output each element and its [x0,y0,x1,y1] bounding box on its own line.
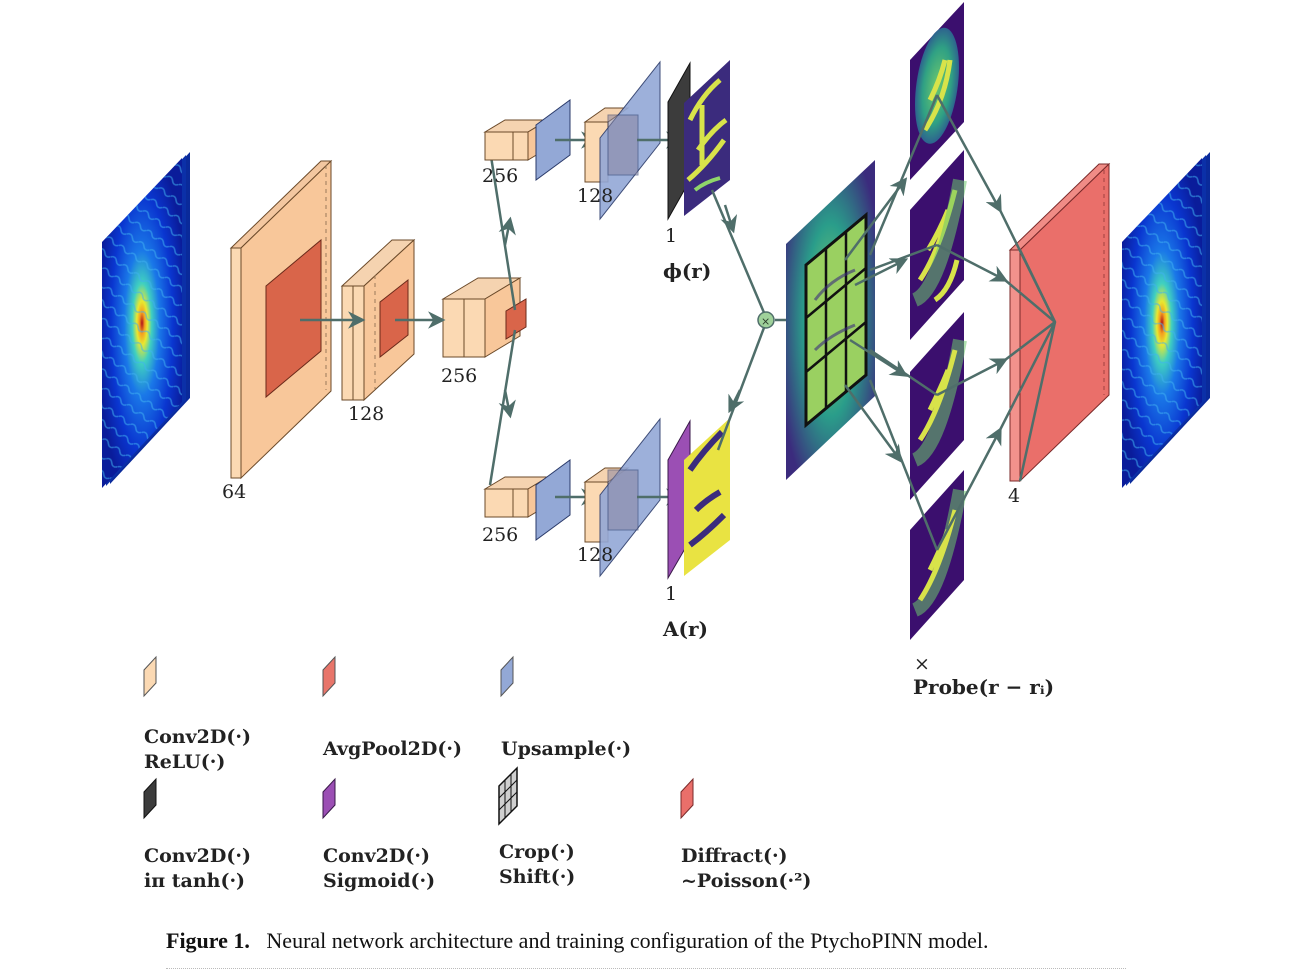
legend-item-conv-sigmoid: Conv2D(·) Sigmoid(·) [323,844,435,894]
probe-label: Probe(r − rᵢ) [913,675,1054,699]
amplitude-label-1: 1 [665,583,677,605]
legend-conv-tanh-line2: iπ tanh(·) [144,870,246,892]
legend-conv-relu-line1: Conv2D(·) [144,726,251,748]
legend-item-diffract: Diffract(·) ~Poisson(·²) [681,844,811,894]
label-256: 256 [441,365,477,387]
legend-avgpool-line1: AvgPool2D(·) [323,738,462,760]
legend-swatch-crop-shift [498,766,518,826]
amplitude-label-128: 128 [577,544,613,566]
legend-conv-sigmoid-line2: Sigmoid(·) [323,870,436,892]
legend-diffract-line2: ~Poisson(·²) [681,870,812,892]
encoder-block-64: 64 [222,159,333,503]
legend-conv-relu-line2: ReLU(·) [144,751,226,773]
legend-upsample-line1: Upsample(·) [501,738,632,760]
legend-swatches [143,655,694,826]
legend-item-avgpool: AvgPool2D(·) [323,737,462,762]
caption-text: Neural network architecture and training… [266,928,989,953]
amplitude-branch: 256 128 1 A(r) [482,417,730,641]
legend-crop-shift-line2: Shift(·) [499,866,576,888]
legend-swatch-conv-tanh [143,777,157,820]
label-64: 64 [222,481,246,503]
amplitude-label-256: 256 [482,524,518,546]
phase-symbol: ϕ(r) [663,259,711,283]
probe-multiply-symbol: × [914,653,930,675]
multiply-symbol: × [761,315,770,328]
multiply-node [757,311,775,329]
legend-conv-tanh-line1: Conv2D(·) [144,845,251,867]
legend-item-conv-tanh: Conv2D(·) iπ tanh(·) [144,844,251,894]
legend-item-upsample: Upsample(·) [501,737,631,762]
figure-caption: Figure 1. Neural network architecture an… [166,928,989,954]
legend-conv-sigmoid-line1: Conv2D(·) [323,845,430,867]
label-128: 128 [348,403,384,425]
output-diffraction-stack [1122,152,1210,488]
output-label-4: 4 [1008,485,1020,507]
patch-arrows [843,94,1009,551]
legend-item-conv-relu: Conv2D(·) ReLU(·) [144,725,251,775]
legend-diffract-line1: Diffract(·) [681,845,788,867]
phase-label-1: 1 [665,225,677,247]
object-patch-grid [786,160,875,480]
legend-swatch-diffract [680,777,694,820]
legend-swatch-avgpool [322,655,336,698]
caption-label: Figure 1. [166,928,250,953]
amplitude-symbol: A(r) [662,617,708,641]
encoder-arrows [300,149,517,486]
diffract-output: 4 [998,162,1111,507]
legend-item-crop-shift: Crop(·) Shift(·) [499,840,575,890]
input-diffraction-stack [102,152,190,488]
encoder-block-256: 256 [441,277,527,387]
legend-swatch-upsample [500,655,514,698]
phase-label-256: 256 [482,165,518,187]
encoder-block-128: 128 [340,238,416,425]
caption-divider [166,968,1126,969]
phase-branch: 256 128 1 ϕ(r) [482,60,730,283]
legend-swatch-conv-relu [143,655,157,698]
legend-crop-shift-line1: Crop(·) [499,841,575,863]
legend-swatch-conv-sigmoid [322,777,336,820]
phase-label-128: 128 [577,185,613,207]
